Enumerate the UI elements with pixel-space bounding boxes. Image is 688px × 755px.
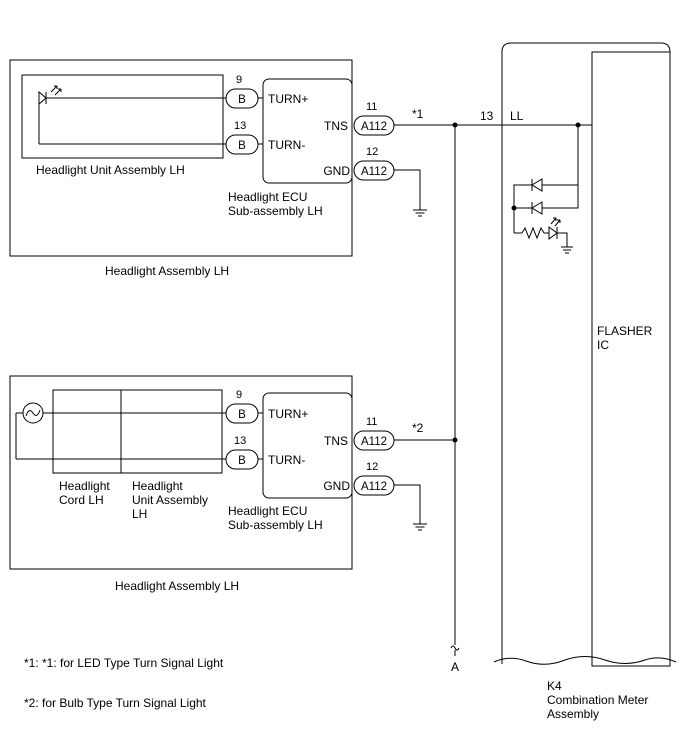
flasher-ic-label: IC <box>597 338 609 352</box>
junction-dot <box>452 122 458 128</box>
flasher-ic-label: FLASHER <box>597 324 653 338</box>
flasher-ic-box <box>591 51 671 667</box>
upper-pin-gnd: 12 <box>366 146 378 158</box>
upper-gnd-wire <box>394 169 421 210</box>
lower-connector-b-label: B <box>238 409 246 421</box>
upper-ecu-pin-tns: TNS <box>324 119 348 133</box>
meter-led-icon <box>548 217 561 240</box>
upper-ecu-label: Headlight ECU <box>228 190 307 204</box>
lower-ground-icon <box>413 523 427 531</box>
lower-unit-label: Headlight <box>132 479 183 493</box>
note-2: *2: for Bulb Type Turn Signal Light <box>24 696 207 710</box>
wire-continuation-label: A <box>451 660 459 674</box>
lower-cord-label: Headlight <box>59 479 110 493</box>
upper-connector-tns-label: A112 <box>361 121 387 133</box>
lower-ecu-pin-gnd: GND <box>323 479 350 493</box>
junction-dot <box>511 205 517 211</box>
upper-pin-turn-minus: 13 <box>234 120 246 132</box>
lower-connector-gnd-label: A112 <box>361 481 387 493</box>
lower-gnd-wire <box>394 484 421 524</box>
upper-connector-b-label: B <box>238 140 246 152</box>
meter-name: Assembly <box>547 707 599 721</box>
lower-unit-label: LH <box>132 507 147 521</box>
lower-unit-label: Unit Assembly <box>132 493 208 507</box>
meter-resistor-icon <box>521 226 545 240</box>
upper-ecu-pin-turn-minus: TURN- <box>268 138 305 152</box>
upper-unit-label: Headlight Unit Assembly LH <box>36 163 185 177</box>
meter-diode-icon <box>531 178 543 192</box>
lower-bulb-icon <box>22 402 44 424</box>
upper-unit-box <box>21 74 224 159</box>
lower-pin-turn-plus: 9 <box>236 389 242 401</box>
upper-led-icon <box>38 85 62 106</box>
upper-ecu-pin-turn-plus: TURN+ <box>268 92 308 106</box>
note-1: *1: *1: for LED Type Turn Signal Light <box>24 656 224 670</box>
lower-unit-box <box>120 389 223 474</box>
lower-ecu-box <box>262 392 353 499</box>
combination-meter-outline <box>501 42 671 664</box>
lower-ecu-label: Headlight ECU <box>228 504 307 518</box>
upper-assembly-label: Headlight Assembly LH <box>105 264 229 278</box>
meter-code: K4 <box>547 679 562 693</box>
meter-name: Combination Meter <box>547 693 648 707</box>
lower-ecu-label: Sub-assembly LH <box>228 518 323 532</box>
wire-break-icon <box>450 645 460 651</box>
lower-ecu-pin-tns: TNS <box>324 434 348 448</box>
upper-ground-icon <box>413 209 427 217</box>
upper-connector-b-label: B <box>238 94 246 106</box>
upper-connector-gnd-label: A112 <box>361 166 387 178</box>
lower-pin-turn-minus: 13 <box>234 435 246 447</box>
lower-assembly-label: Headlight Assembly LH <box>115 579 239 593</box>
upper-pin-tns: 11 <box>366 101 377 113</box>
lower-connector-tns-label: A112 <box>361 436 387 448</box>
combination-meter-break-edge <box>493 656 677 665</box>
upper-ecu-pin-gnd: GND <box>323 164 350 178</box>
upper-ecu-box <box>262 78 353 184</box>
lower-pin-gnd: 12 <box>366 461 378 473</box>
lower-ecu-pin-turn-plus: TURN+ <box>268 407 308 421</box>
meter-diode-icon <box>531 201 543 215</box>
upper-pin-turn-plus: 9 <box>236 74 242 86</box>
junction-dot <box>452 437 458 443</box>
lower-wire-note: *2 <box>412 421 424 435</box>
lower-ecu-pin-turn-minus: TURN- <box>268 453 305 467</box>
meter-ground-icon <box>561 246 573 254</box>
upper-ecu-label: Sub-assembly LH <box>228 204 323 218</box>
meter-pin-name: LL <box>510 109 524 123</box>
meter-pin-number: 13 <box>480 109 494 123</box>
lower-connector-b-label: B <box>238 455 246 467</box>
lower-cord-box <box>52 389 122 474</box>
upper-wire-note: *1 <box>412 107 424 121</box>
lower-cord-label: Cord LH <box>59 493 104 507</box>
lower-pin-tns: 11 <box>366 416 377 428</box>
